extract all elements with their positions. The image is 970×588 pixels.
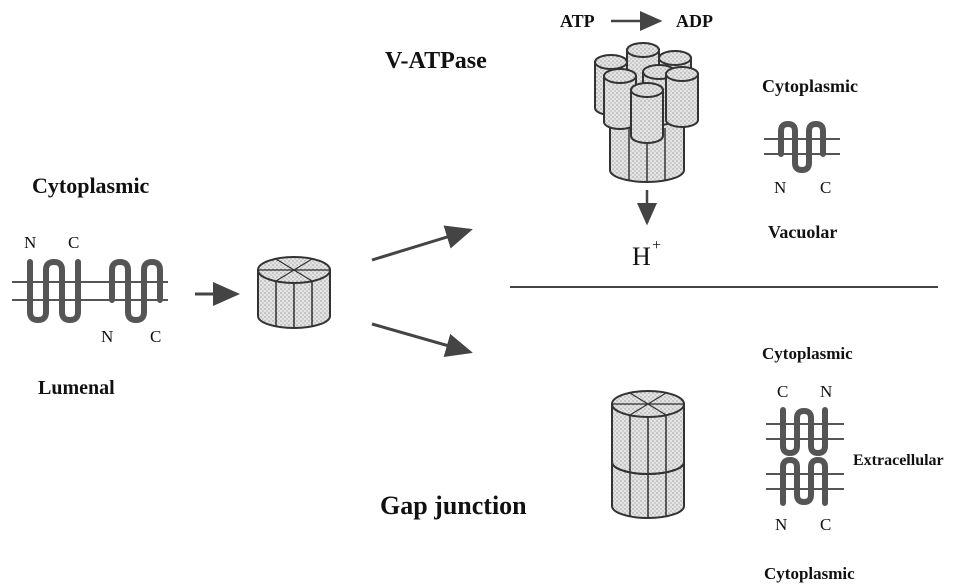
left-n-terminus-bottom: N: [101, 327, 113, 346]
gap-extracellular-label: Extracellular: [853, 452, 944, 469]
vatpase-membrane: [764, 138, 840, 155]
left-c-terminus-top: C: [68, 233, 79, 252]
hexamer-channel: [257, 256, 331, 329]
arrow-to-gap-junction: [371, 322, 473, 357]
vatpase-cytoplasmic-label: Cytoplasmic: [762, 76, 858, 96]
gap-lower-protein-chain: [780, 456, 828, 506]
gap-upper-protein-chain: [780, 407, 828, 457]
gap-n-terminus-top: N: [820, 382, 832, 401]
gap-upper-membrane: [766, 423, 844, 440]
left-n-terminus-top: N: [24, 233, 36, 252]
gap-c-terminus-bottom: C: [820, 515, 831, 534]
vatpase-catalytic-head: [594, 42, 699, 144]
vatpase-vacuolar-label: Vacuolar: [768, 222, 837, 242]
atp-label: ATP: [560, 11, 595, 31]
gap-cytoplasmic-top-label: Cytoplasmic: [762, 344, 853, 363]
gap-n-terminus-bottom: N: [775, 515, 787, 534]
gap-cytoplasmic-bottom-label: Cytoplasmic: [764, 564, 855, 583]
adp-label: ADP: [676, 11, 713, 31]
vatpase-protein-chain: [778, 120, 826, 174]
gap-lower-membrane: [766, 473, 844, 490]
left-lumenal-label: Lumenal: [38, 377, 115, 399]
vatpase-n-terminus: N: [774, 178, 786, 197]
vatpase-c-terminus: C: [820, 178, 831, 197]
proton-label: H: [632, 242, 651, 271]
left-protein-chain: [27, 258, 163, 324]
left-c-terminus-bottom: C: [150, 327, 161, 346]
gap-junction-title: Gap junction: [380, 491, 527, 520]
proton-charge: +: [652, 237, 661, 254]
gap-c-terminus-top: C: [777, 382, 788, 401]
left-monomer-group: Cytoplasmic N C N C Lumenal: [12, 173, 168, 399]
vatpase-membrane-sector: [609, 119, 685, 183]
arrow-to-vatpase: [371, 225, 473, 262]
gap-junction-channel: [611, 390, 685, 519]
vatpase-group: V-ATPase ATP ADP H: [385, 11, 858, 271]
left-cytoplasmic-label: Cytoplasmic: [32, 173, 150, 198]
gap-junction-group: Gap junction Cytoplasmic C N Extracell: [380, 344, 944, 583]
vatpase-title: V-ATPase: [385, 48, 487, 74]
